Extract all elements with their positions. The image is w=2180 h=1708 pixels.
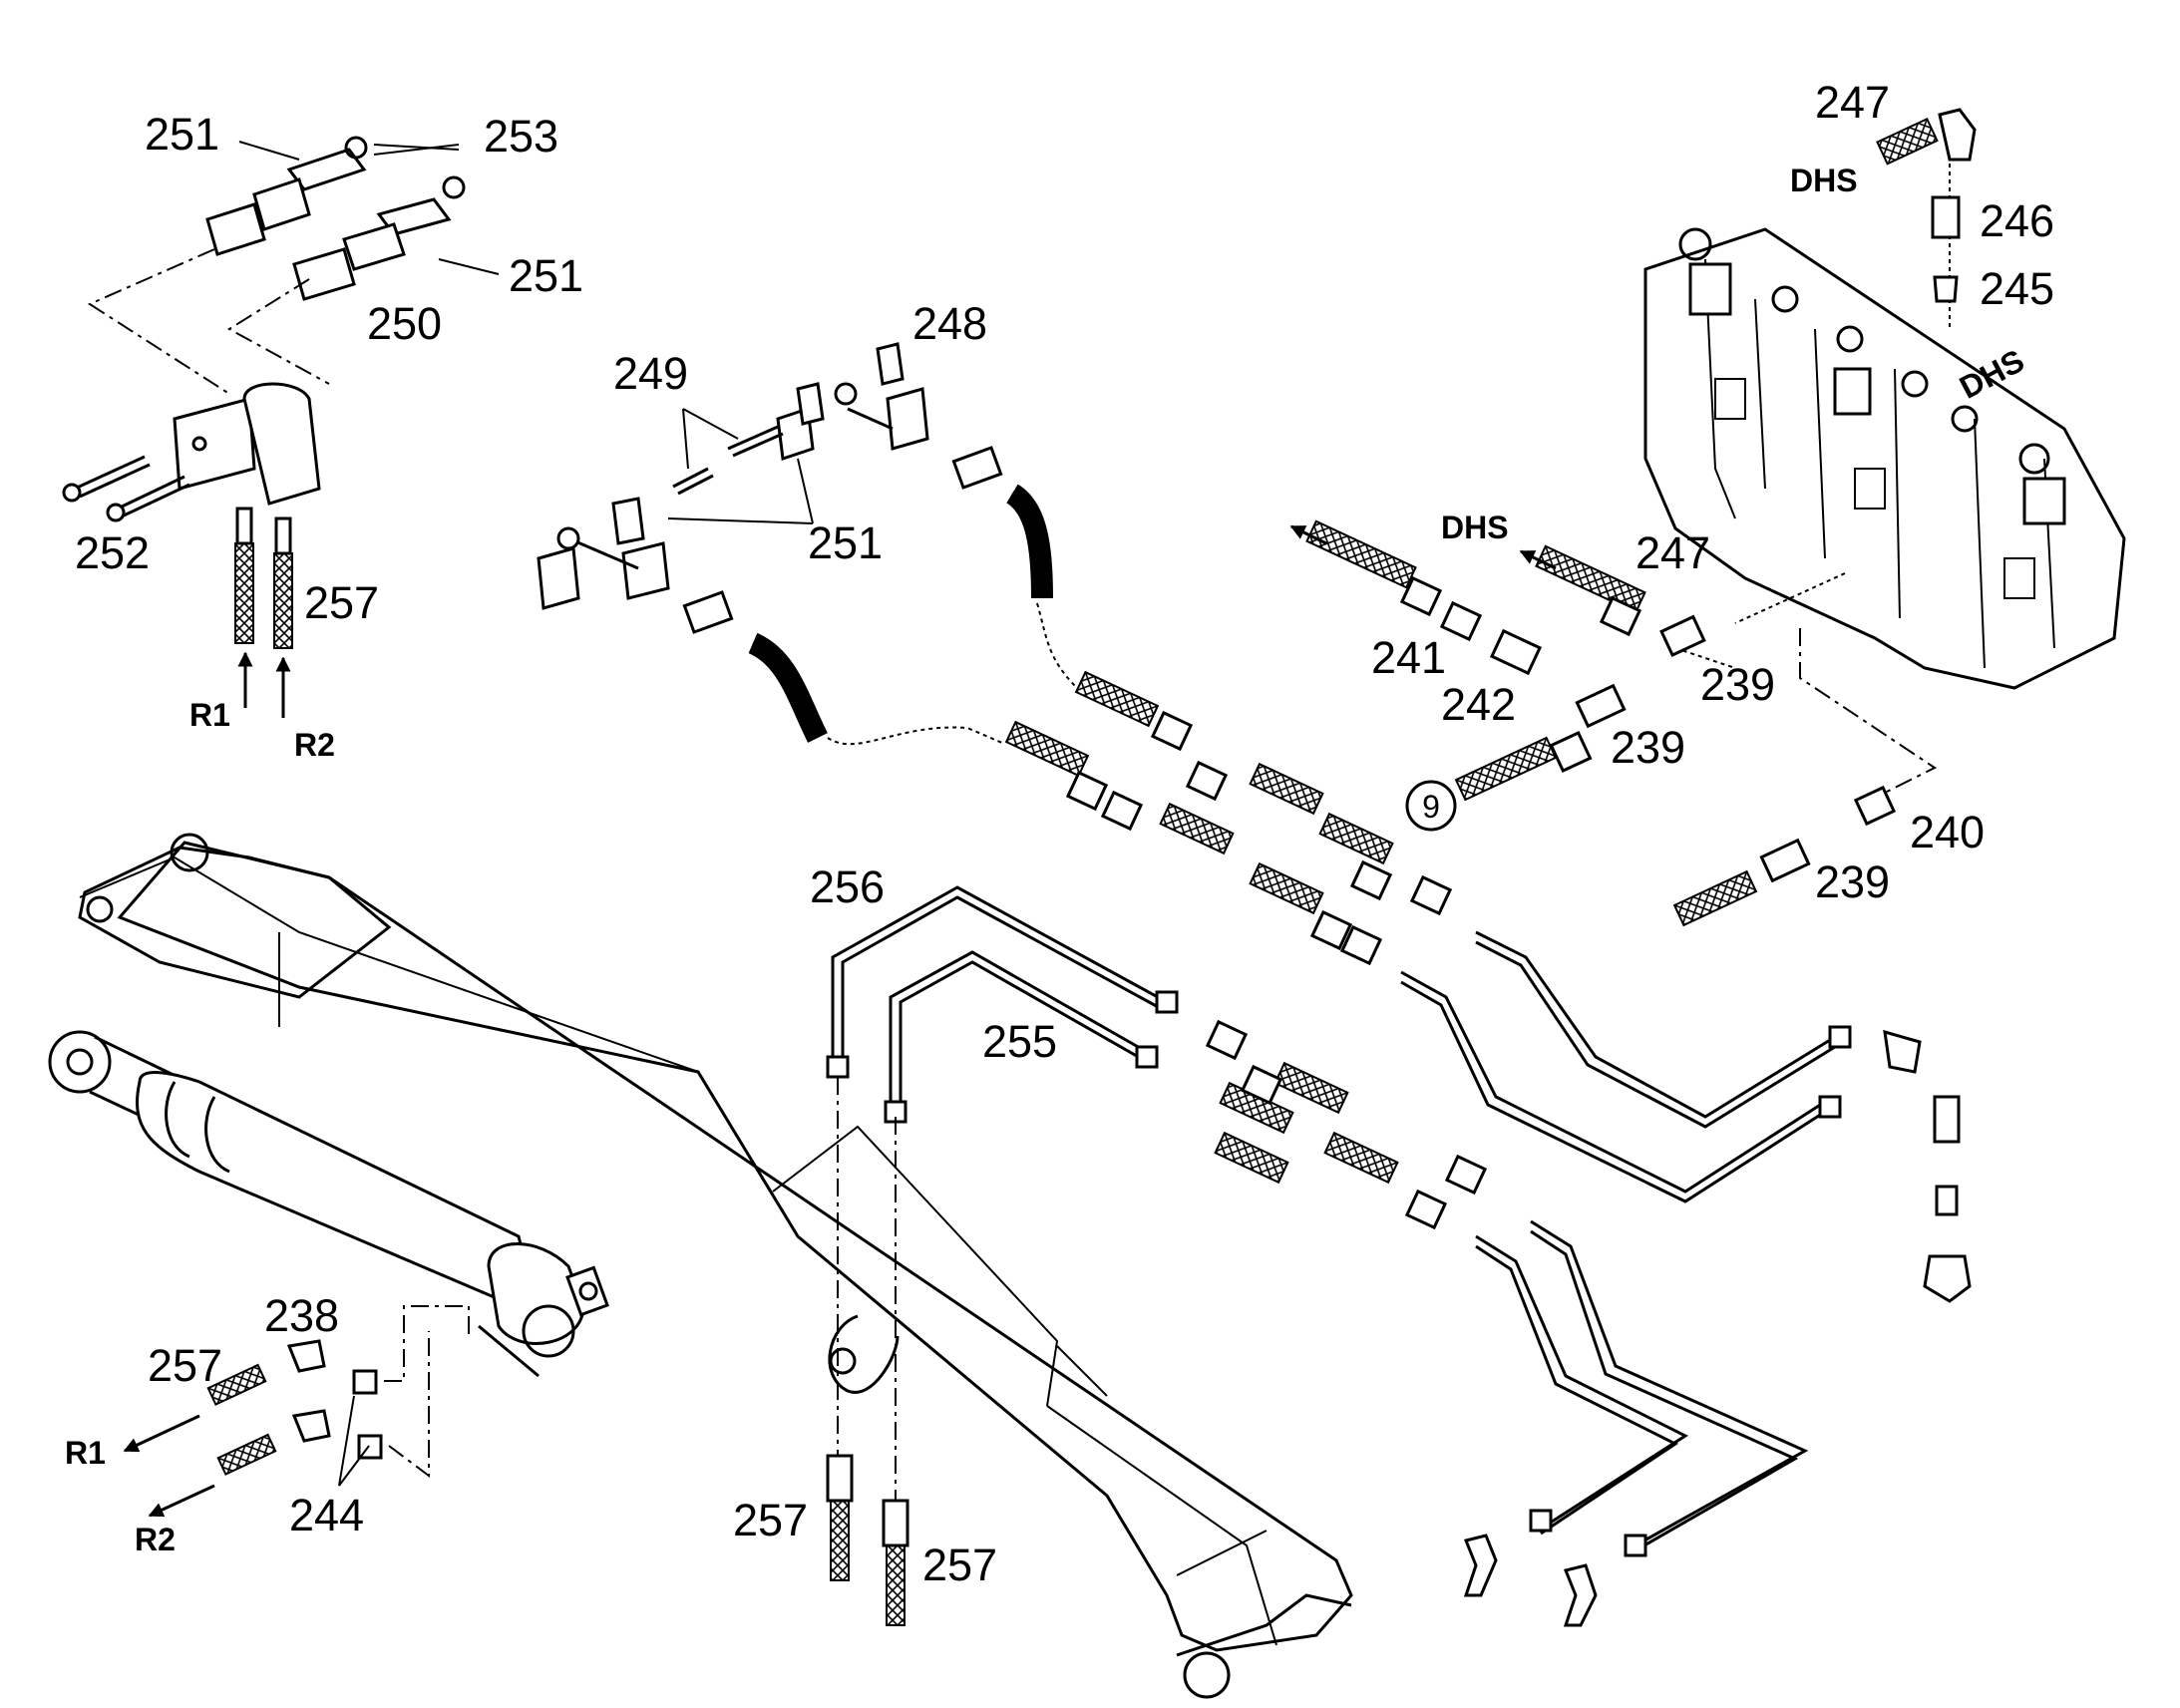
- leader-line: [827, 726, 1003, 746]
- part-label-257: 257: [148, 1340, 222, 1391]
- part-label-241: 241: [1371, 632, 1446, 683]
- part-label-251: 251: [145, 109, 219, 160]
- hose-icon: [1305, 519, 1758, 927]
- return-label-r1: R1: [65, 1435, 106, 1471]
- hose-icon: [234, 507, 293, 649]
- part-label-257: 257: [304, 577, 379, 628]
- fitting-icon: [1399, 575, 1897, 883]
- leader-line: [388, 1331, 430, 1478]
- part-label-244: 244: [289, 1490, 364, 1540]
- arrow-icon: [1519, 549, 1557, 570]
- part-label-239: 239: [1700, 659, 1775, 710]
- leader-line: [1036, 602, 1078, 689]
- dhs-label: DHS: [1441, 510, 1509, 545]
- nut-icon: [826, 990, 1852, 1557]
- arrow-icon: [123, 1414, 200, 1453]
- leader-line: [384, 1305, 470, 1382]
- part-label-246: 246: [1980, 195, 2054, 246]
- arrow-icon: [1289, 524, 1327, 545]
- arrow-icon: [148, 1484, 215, 1518]
- part-label-245: 245: [1980, 263, 2054, 314]
- leader-line: [338, 1395, 355, 1487]
- part-label-239: 239: [1815, 856, 1890, 907]
- leader-line: [373, 144, 460, 156]
- leader-line: [238, 141, 300, 161]
- fitting-icon: [682, 446, 1003, 634]
- return-label-r2: R2: [294, 727, 335, 763]
- part-label-256: 256: [810, 861, 885, 912]
- fitting-icon: [1463, 1029, 1972, 1627]
- hose-icon: [826, 1454, 909, 1626]
- leader-line: [373, 144, 460, 151]
- part-label-247: 247: [1635, 527, 1710, 578]
- part-label-252: 252: [75, 527, 150, 578]
- hose-icon: [748, 484, 1053, 743]
- bolt-icon: [672, 425, 784, 496]
- part-label-257: 257: [733, 1495, 808, 1545]
- hose-icon: [1004, 670, 1399, 1185]
- part-labels: 251 253 251 250 252 257 R1 R2 249 248 25…: [65, 77, 2054, 1590]
- leader-line: [667, 517, 814, 524]
- reference-circle: [1405, 780, 1457, 832]
- leader-line: [797, 458, 814, 524]
- leader-line: [227, 278, 330, 385]
- clamp-icon: [173, 136, 466, 506]
- part-label-238: 238: [264, 1290, 339, 1341]
- boom-icon: [78, 833, 1353, 1699]
- part-label-257: 257: [922, 1539, 997, 1590]
- leader-line: [682, 408, 739, 440]
- part-label-255: 255: [982, 1016, 1057, 1067]
- return-label-r2: R2: [135, 1522, 176, 1557]
- part-label-248: 248: [912, 298, 987, 349]
- leader-line: [438, 258, 500, 275]
- dhs-label: DHS: [1790, 163, 1858, 198]
- part-label-240: 240: [1910, 807, 1985, 857]
- part-label-253: 253: [484, 111, 558, 162]
- leader-line: [682, 408, 689, 470]
- clamp-icon: [537, 342, 929, 610]
- part-label-249: 249: [613, 348, 688, 399]
- return-label-r1: R1: [189, 697, 230, 733]
- fitting-icon: [1876, 108, 1977, 303]
- reference-circle-label: 9: [1422, 789, 1440, 825]
- pipe-icon: [831, 885, 1836, 1555]
- leader-line: [1674, 647, 1736, 669]
- leader-line: [87, 248, 230, 395]
- fitting-icon: [1065, 710, 1488, 1230]
- leader-line: [338, 1445, 370, 1487]
- part-label-242: 242: [1441, 679, 1516, 730]
- fitting-icon: [206, 1339, 383, 1476]
- cylinder-icon: [48, 1030, 609, 1378]
- part-label-250: 250: [367, 298, 442, 349]
- part-label-251: 251: [808, 517, 883, 568]
- part-label-251: 251: [509, 250, 583, 301]
- part-label-247: 247: [1815, 77, 1890, 128]
- bolt-icon: [62, 455, 190, 522]
- leader-line: [1799, 628, 1937, 799]
- part-label-239: 239: [1611, 722, 1685, 773]
- valve-block-icon: [1643, 227, 2126, 690]
